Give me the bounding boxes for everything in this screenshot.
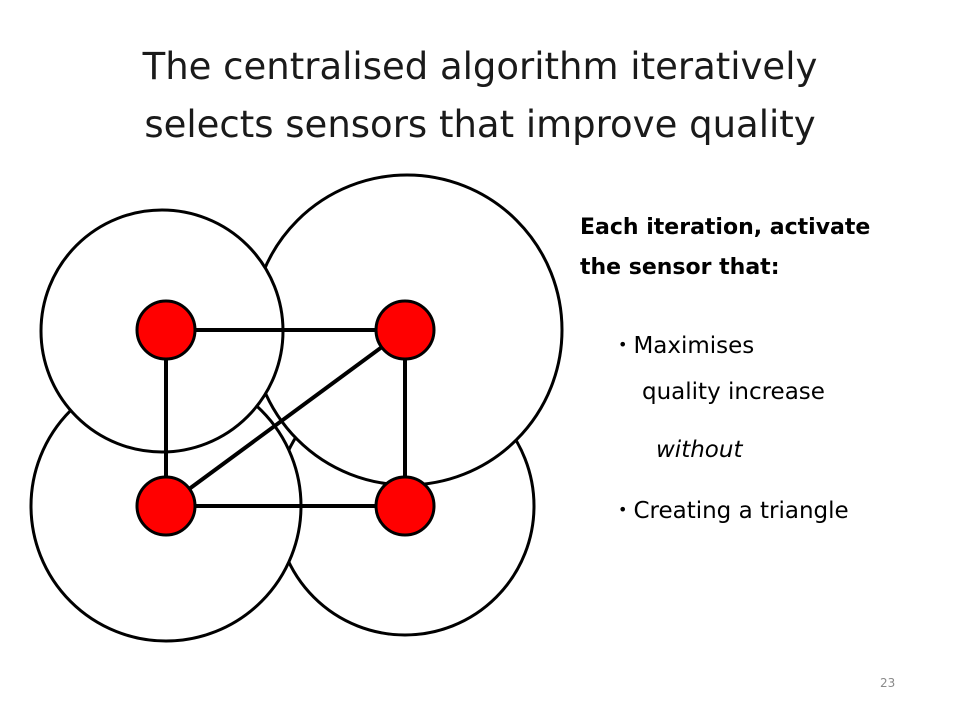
heading-line-2: the sensor that: — [580, 255, 780, 280]
sensor-top-right — [374, 299, 436, 361]
page-number: 23 — [880, 676, 896, 690]
link-diagonal — [164, 328, 407, 508]
heading-line-1: Each iteration, activate — [580, 215, 871, 240]
bullet-creating-triangle: • Creating a triangle — [618, 492, 849, 529]
title-line-1: The centralised algorithm iteratively — [142, 45, 818, 88]
bullet-2-text: Creating a triangle — [633, 498, 849, 524]
sensor-bottom-right — [374, 475, 436, 537]
title-line-2: selects sensors that improve quality — [144, 103, 816, 146]
connector-word: without — [656, 437, 743, 463]
sensor-top-left — [135, 299, 197, 361]
bullet-dot-icon: • — [618, 335, 628, 354]
sensor-bottom-left — [135, 475, 197, 537]
bullet-dot-icon: • — [618, 500, 628, 519]
bullet-maximises: • Maximises — [618, 327, 754, 364]
slide-title: The centralised algorithm iteratively se… — [0, 38, 960, 154]
bullet-1-text: Maximises — [633, 333, 755, 359]
rule-heading: Each iteration, activate the sensor that… — [580, 208, 870, 288]
bullet-1-continuation: quality increase — [642, 379, 825, 405]
